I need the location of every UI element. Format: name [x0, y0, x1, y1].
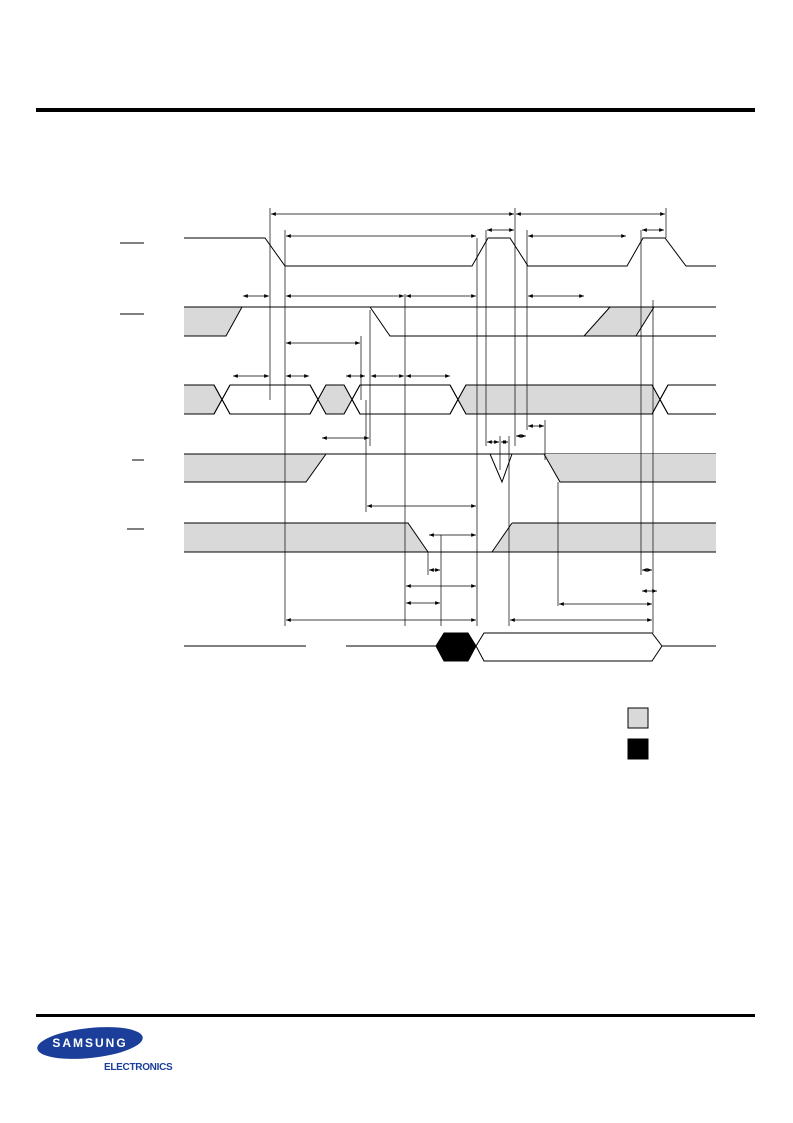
signal-6-waveform	[184, 632, 716, 662]
signal-4-waveform	[184, 453, 716, 484]
logo-ellipse	[37, 1027, 143, 1059]
signal-3-waveform	[184, 384, 716, 415]
dont-care-swatch	[627, 707, 649, 729]
top-rule	[36, 108, 755, 112]
signal-5-waveform	[184, 522, 716, 553]
timing-reference-lines	[269, 208, 667, 633]
signal-2-waveform	[184, 306, 716, 337]
legend	[627, 707, 649, 760]
electronics-text: ELECTRONICS	[104, 1062, 173, 1073]
logo-text: SAMSUNG	[52, 1036, 128, 1050]
timing-dimension-arrows	[233, 212, 665, 622]
signal-2-dont-care-1	[184, 307, 242, 336]
signal-name-bars	[120, 242, 144, 530]
invalid-data-region	[435, 632, 477, 662]
signal-1-waveform	[184, 237, 716, 267]
samsung-logo: SAMSUNG ELECTRONICS	[36, 1024, 216, 1084]
signal-2-dont-care-2	[584, 307, 654, 336]
bottom-rule	[36, 1014, 755, 1017]
invalid-swatch	[627, 738, 649, 760]
